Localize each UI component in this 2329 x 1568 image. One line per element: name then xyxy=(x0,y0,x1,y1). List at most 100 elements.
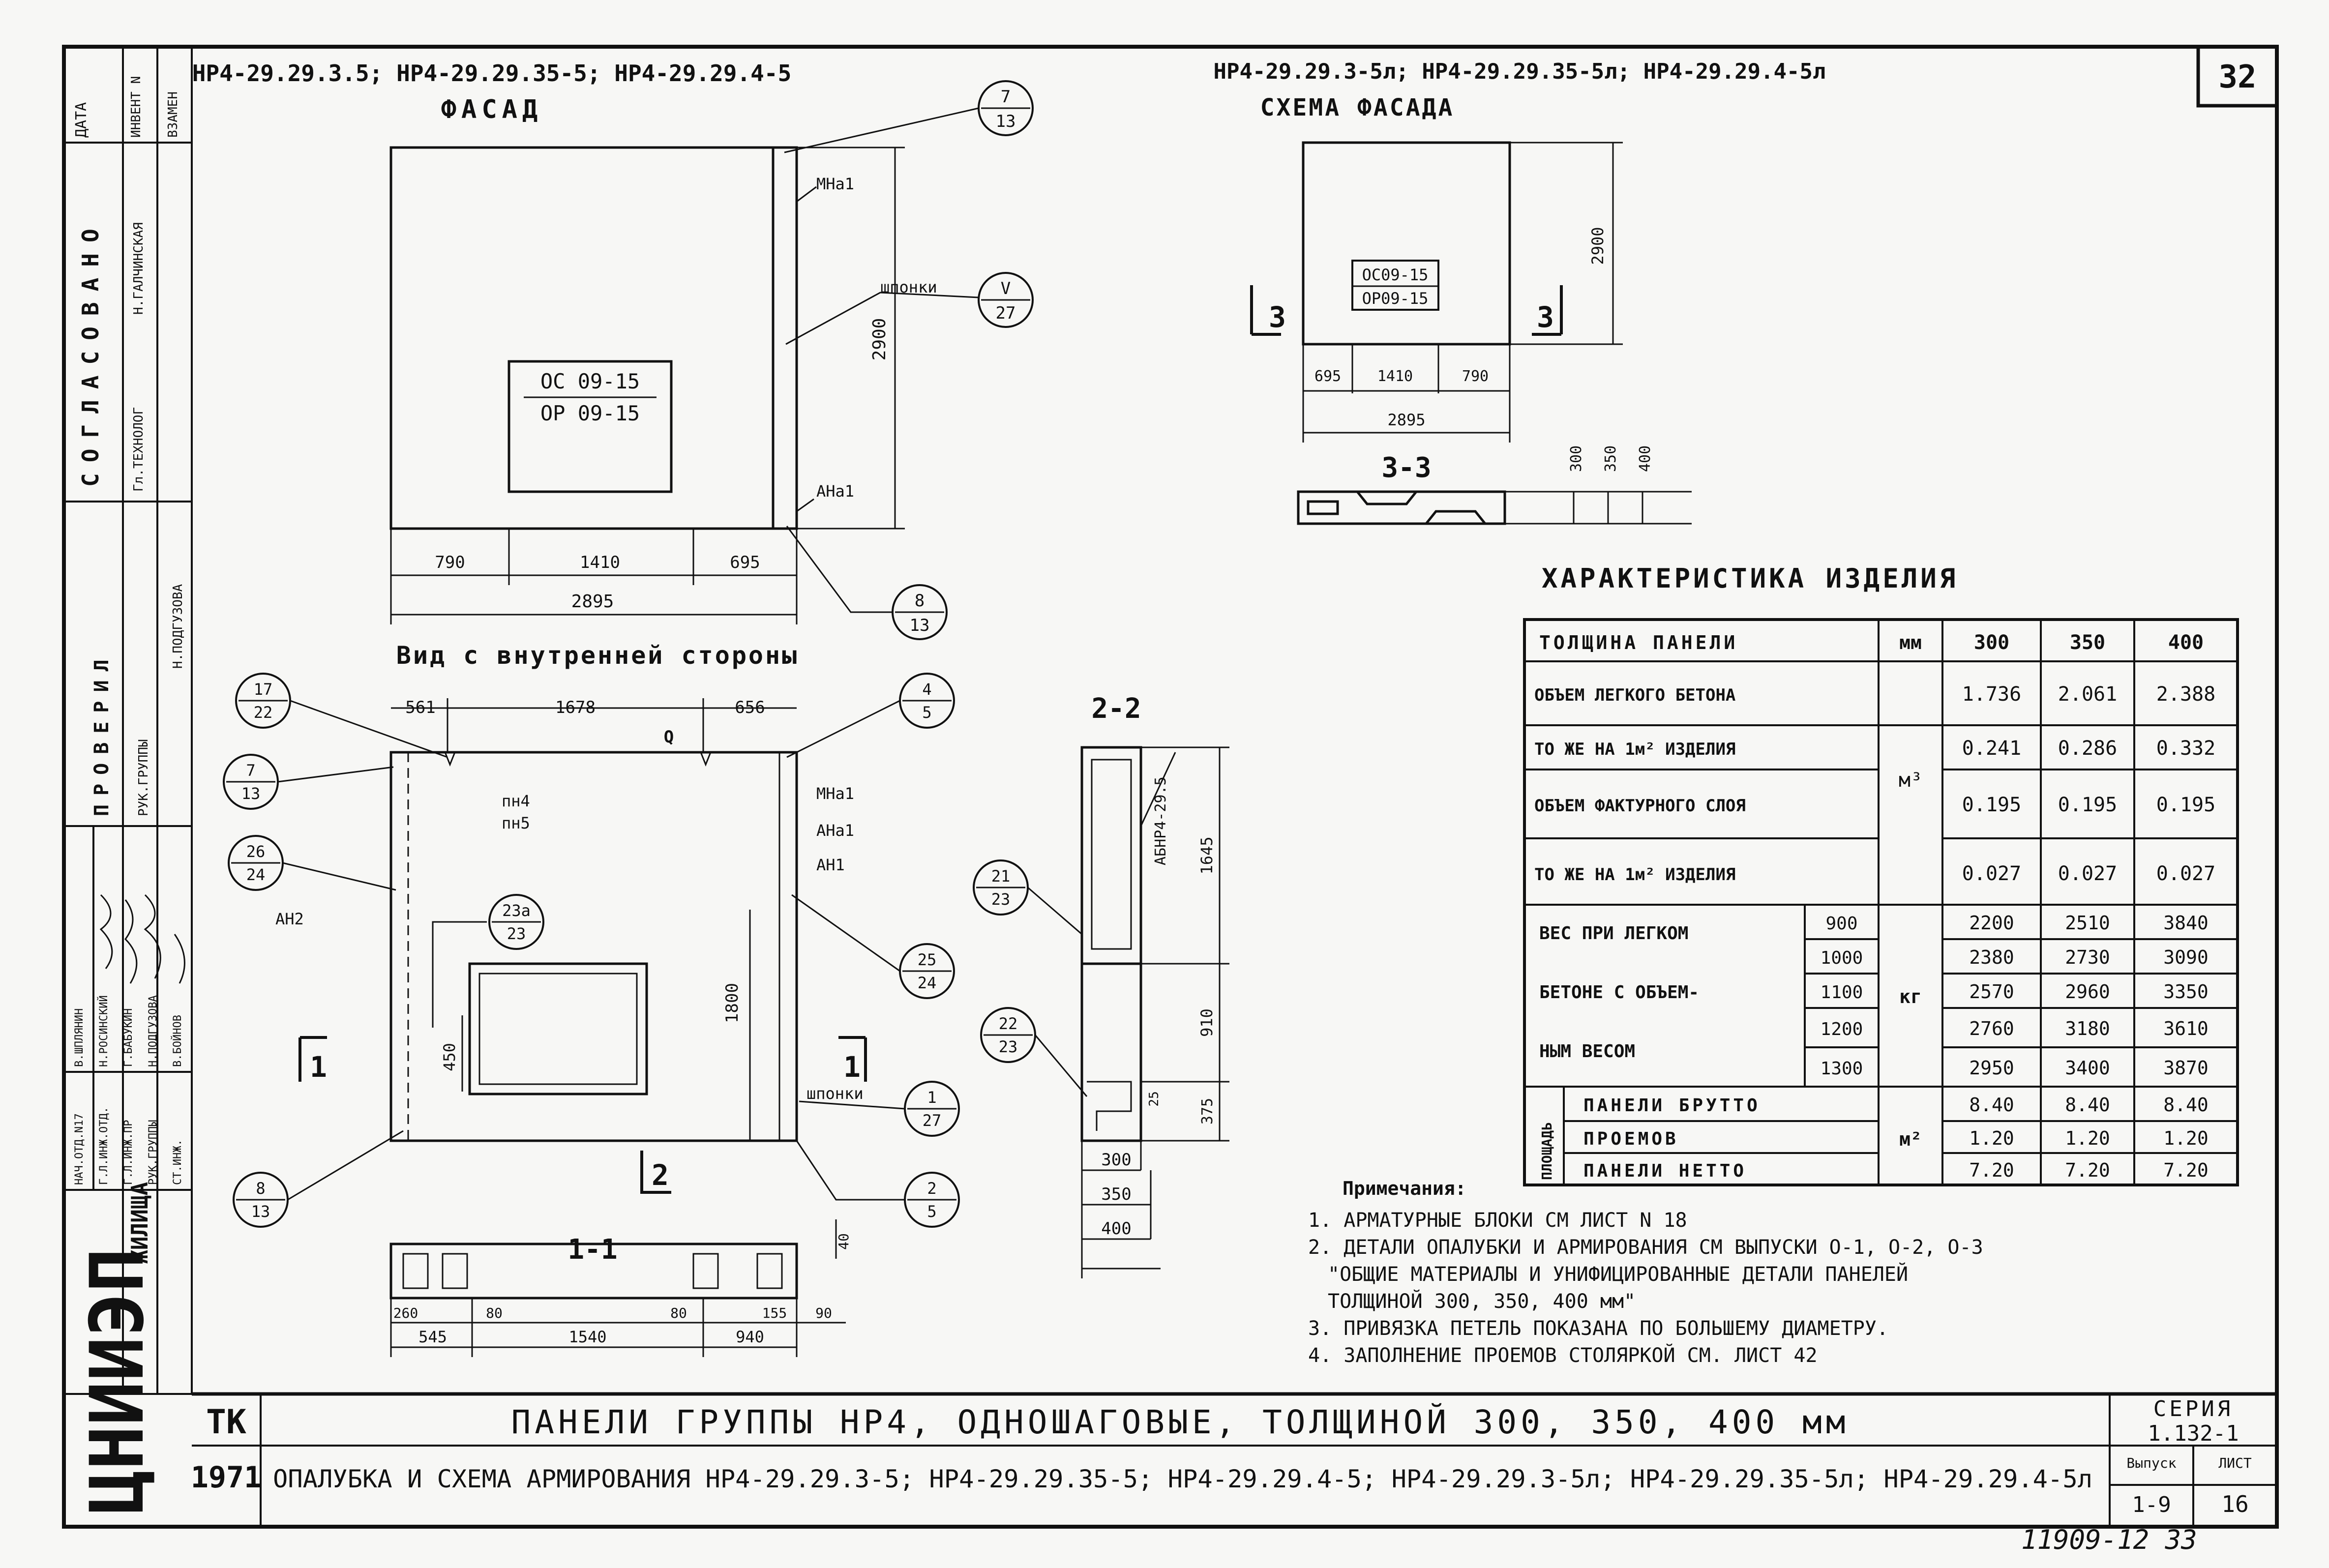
facade-label-mna1: МНа1 xyxy=(816,175,854,193)
inner-label-keys: шпонки xyxy=(806,1084,864,1103)
notes: Примечания: 1. АРМАТУРНЫЕ БЛОКИ СМ ЛИСТ … xyxy=(1308,1178,1983,1367)
char-row4-v1: 0.027 xyxy=(1962,862,2021,885)
inner-callout-9-top: 2 xyxy=(927,1179,936,1198)
facade-dim-1: 790 xyxy=(435,553,465,572)
stamp-col-inv: ИНВЕНТ N xyxy=(129,76,144,138)
notes-title: Примечания: xyxy=(1343,1178,1466,1199)
inner-label-q: Q xyxy=(664,727,674,747)
char-row3-v3: 0.195 xyxy=(2156,794,2215,816)
page-number: 32 xyxy=(2218,59,2256,95)
section22-t400: 400 xyxy=(1101,1219,1131,1239)
facade-callout-2-top: V xyxy=(1001,279,1011,298)
char-w3-v3: 3350 xyxy=(2163,981,2209,1003)
inner-callout-1-top: 17 xyxy=(254,680,273,699)
section11-dim-155: 155 xyxy=(762,1305,787,1321)
title-block: ТК 1971 ПАНЕЛИ ГРУППЫ НР4, ОДНОШАГОВЫЕ, … xyxy=(191,1396,2252,1517)
facade-label-keys: шпонки xyxy=(880,278,937,296)
inner-callout-2-top: 7 xyxy=(246,761,255,780)
stamp-agreed-name: Н.ГАЛЧИНСКАЯ xyxy=(131,222,146,315)
section11-dim-260: 260 xyxy=(393,1305,418,1321)
char-header-300: 300 xyxy=(1974,631,2009,654)
char-w4-v2: 3180 xyxy=(2065,1018,2110,1039)
char-a2-v3: 1.20 xyxy=(2163,1127,2209,1149)
inner-callout-7-bottom: 13 xyxy=(251,1202,270,1221)
stamp-name-5: В.БОЙНОВ xyxy=(171,1015,184,1067)
inner-label-ana1: АНа1 xyxy=(816,821,854,840)
char-w4-v1: 2760 xyxy=(1969,1018,2014,1039)
inner-callout-8-top: 1 xyxy=(927,1088,936,1107)
char-a2-v1: 1.20 xyxy=(1969,1127,2014,1149)
facade-window-or: ОР 09-15 xyxy=(540,401,640,425)
char-row1-v3: 2.388 xyxy=(2156,683,2215,706)
section33-t300: 300 xyxy=(1568,445,1585,472)
char-row1-v1: 1.736 xyxy=(1962,683,2021,706)
facade-dim-2: 1410 xyxy=(580,553,620,572)
scheme-window-os: ОС09-15 xyxy=(1362,266,1429,284)
notes-line-3: "ОБЩИЕ МАТЕРИАЛЫ И УНИФИЦИРОВАННЫЕ ДЕТАЛ… xyxy=(1328,1262,1908,1286)
inner-dim-2: 1678 xyxy=(555,698,596,717)
char-a3-v3: 7.20 xyxy=(2163,1159,2209,1181)
char-a3-v2: 7.20 xyxy=(2065,1159,2110,1181)
char-a3-label: ПАНЕЛИ НЕТТО xyxy=(1583,1161,1747,1181)
char-area-label: ПЛОЩАДЬ xyxy=(1539,1122,1555,1180)
section22-callout-1-top: 21 xyxy=(991,867,1011,886)
char-header-350: 350 xyxy=(2070,631,2105,654)
char-w2-v2: 2730 xyxy=(2065,947,2110,968)
facade-window-os: ОС 09-15 xyxy=(540,369,640,393)
handwritten-number: 11909-12 33 xyxy=(2021,1524,2197,1555)
inner-callout-3-bottom: 24 xyxy=(246,865,266,884)
char-a1-v3: 8.40 xyxy=(2163,1094,2209,1116)
stamp-side: ДАТА ИНВЕНТ N ВЗАМЕН СОГЛАСОВАНО Гл.ТЕХН… xyxy=(73,76,185,1514)
stamp-role-4: РУК.ГРУППЫ xyxy=(147,1120,159,1185)
scheme-total: 2895 xyxy=(1387,411,1425,429)
facade-title: ФАСАД xyxy=(441,95,543,124)
char-w2-v3: 3090 xyxy=(2163,947,2209,968)
section33-t400: 400 xyxy=(1637,445,1654,472)
char-weight-label-1: ВЕС ПРИ ЛЕГКОМ xyxy=(1539,923,1688,944)
section33-t350: 350 xyxy=(1602,445,1619,472)
char-w5-v3: 3870 xyxy=(2163,1057,2209,1079)
facade-callout-3-top: 8 xyxy=(915,591,925,611)
notes-line-2: 2. ДЕТАЛИ ОПАЛУБКИ И АРМИРОВАНИЯ СМ ВЫПУ… xyxy=(1308,1236,1983,1259)
char-w3-d: 1100 xyxy=(1821,982,1863,1003)
stamp-name-4: Н.ПОДГУЗОВА xyxy=(147,995,159,1067)
char-row4-v3: 0.027 xyxy=(2156,862,2215,885)
notes-line-5: 3. ПРИВЯЗКА ПЕТЕЛЬ ПОКАЗАНА ПО БОЛЬШЕМУ … xyxy=(1308,1317,1888,1340)
char-weight-label-2: БЕТОНЕ С ОБЪЕМ- xyxy=(1539,982,1699,1003)
section22-title: 2-2 xyxy=(1091,693,1141,725)
title-sheet-label: ЛИСТ xyxy=(2218,1455,2252,1471)
section11-dim-80b: 80 xyxy=(670,1305,687,1321)
stamp-name-2: Н.РОСИНСКИЙ xyxy=(97,995,110,1067)
stamp-checked-role: РУК.ГРУППЫ xyxy=(136,739,151,816)
char-row3-v2: 0.195 xyxy=(2058,794,2117,816)
inner-label-pn4: пн4 xyxy=(502,792,530,810)
char-unit-kg: кг xyxy=(1899,986,1922,1007)
scheme-title: СХЕМА ФАСАДА xyxy=(1260,94,1455,121)
section22-t350: 350 xyxy=(1101,1184,1131,1204)
char-a1-v2: 8.40 xyxy=(2065,1094,2110,1116)
inner-callout-7-top: 8 xyxy=(256,1179,265,1198)
char-w1-d: 900 xyxy=(1825,914,1857,934)
section22-callout-2-bottom: 23 xyxy=(999,1037,1018,1056)
inner-dim-3: 656 xyxy=(735,698,765,717)
char-w3-v1: 2570 xyxy=(1969,981,2014,1003)
section-1-1: 1-1 545 1540 940 260 80 80 155 90 40 xyxy=(389,1219,852,1357)
inner-callout-1-bottom: 22 xyxy=(254,703,273,722)
title-sheet: 16 xyxy=(2221,1491,2248,1517)
notes-line-6: 4. ЗАПОЛНЕНИЕ ПРОЕМОВ СТОЛЯРКОЙ СМ. ЛИСТ… xyxy=(1308,1343,1818,1367)
inner-dim-1: 561 xyxy=(405,698,435,717)
inner-dim-450: 450 xyxy=(440,1043,459,1071)
stamp-role-5: СТ.ИНЖ. xyxy=(172,1139,184,1185)
char-a1-label: ПАНЕЛИ БРУТТО xyxy=(1583,1095,1761,1116)
section-2-2: 2-2 АБНР4-29.5 1645 910 375 xyxy=(973,693,1229,1278)
stamp-checked: ПРОВЕРИЛ xyxy=(90,651,113,816)
inner-section-bottom: 2 xyxy=(652,1158,669,1192)
char-a2-label: ПРОЕМОВ xyxy=(1583,1129,1679,1149)
section22-dim-25: 25 xyxy=(1147,1091,1162,1106)
inner-label-pn5: пн5 xyxy=(502,814,530,832)
scheme-window-or: ОР09-15 xyxy=(1362,289,1429,308)
char-w5-v2: 3400 xyxy=(2065,1057,2110,1079)
char-row4-v2: 0.027 xyxy=(2058,862,2117,885)
inner-label-mna1: МНа1 xyxy=(816,784,854,803)
